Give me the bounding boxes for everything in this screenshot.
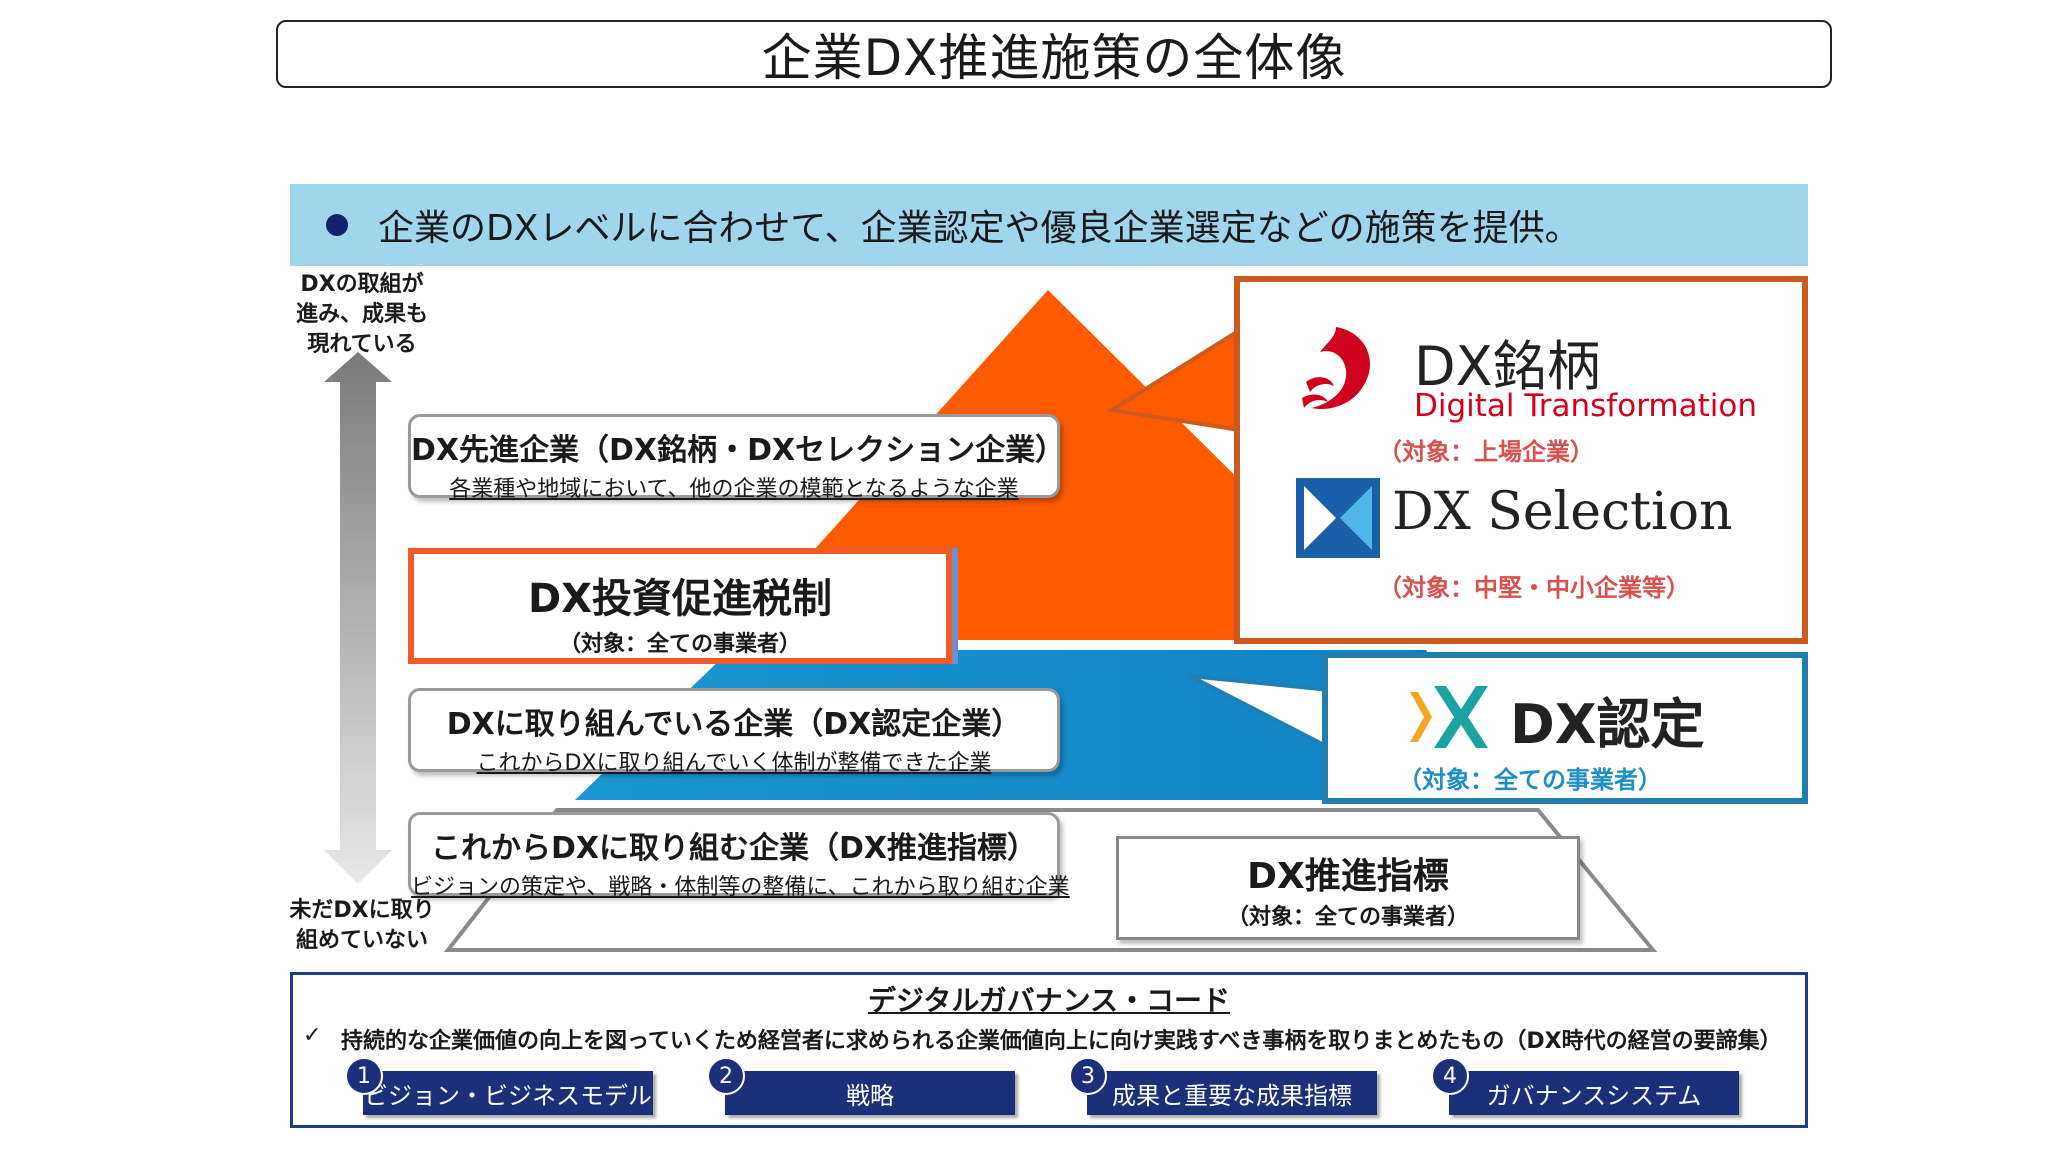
governance-item-number: 3 (1069, 1057, 1107, 1095)
banner-text: 企業のDXレベルに合わせて、企業認定や優良企業選定などの施策を提供。 (378, 208, 1581, 249)
axis-bottom-line: 組めていない (295, 928, 428, 953)
page-title: 企業DX推進施策の全体像 (276, 20, 1832, 88)
check-icon: ✓ (303, 1023, 322, 1048)
governance-item: 戦略 (725, 1071, 1015, 1115)
tax-target: （対象：全ての事業者） (558, 632, 801, 657)
level-title: これからDXに取り組む企業（DX推進指標） (430, 831, 1038, 866)
level-title: DXに取り組んでいる企業（DX認定企業） (446, 707, 1022, 742)
level-desc: 各業種や地域において、他の企業の模範となるような企業 (449, 477, 1019, 502)
tax-title: DX投資促進税制 (527, 576, 833, 622)
governance-item-number: 4 (1431, 1057, 1469, 1095)
level-desc: これからDXに取り組んでいく体制が整備できた企業 (476, 751, 992, 776)
governance-item-label: 成果と重要な成果指標 (1112, 1081, 1352, 1110)
governance-description: 持続的な企業価値の向上を図っていくため経営者に求められる企業価値向上に向け実践す… (341, 1029, 1782, 1054)
governance-item-number: 1 (345, 1057, 383, 1095)
governance-item: ガバナンスシステム (1449, 1071, 1739, 1115)
dx-selection-logo-icon (1296, 478, 1380, 558)
level-desc: ビジョンの策定や、戦略・体制等の整備に、これから取り組む企業 (411, 875, 1070, 900)
dx-certification-title: DX認定 (1510, 693, 1705, 756)
dx-certification-logo-icon (1410, 686, 1488, 748)
level-title: DX先進企業（DX銘柄・DXセレクション企業） (411, 433, 1066, 468)
meigara-target: （対象：上場企業） (1378, 438, 1594, 466)
dx-brand-callout: DX銘柄 Digital Transformation （対象：上場企業） DX… (1234, 276, 1808, 644)
governance-item-number: 2 (707, 1057, 745, 1095)
governance-code-box: デジタルガバナンス・コード ✓ 持続的な企業価値の向上を図っていくため経営者に求… (290, 972, 1808, 1128)
bullet-icon (326, 214, 348, 236)
digital-transformation-text: Digital Transformation (1414, 388, 1757, 424)
progress-arrow (324, 352, 392, 884)
governance-item: ビジョン・ビジネスモデル (363, 1071, 653, 1115)
axis-bottom-line: 未だDXに取り (289, 898, 435, 923)
axis-bottom-label: 未だDXに取り 組めていない (282, 896, 442, 956)
index-target: （対象：全ての事業者） (1226, 905, 1469, 930)
level-starting: これからDXに取り組む企業（DX推進指標） ビジョンの策定や、戦略・体制等の整備… (408, 812, 1070, 900)
governance-item-label: 戦略 (846, 1081, 894, 1110)
axis-top-line: 現れている (307, 332, 417, 357)
index-title: DX推進指標 (1247, 856, 1449, 897)
dx-meigara-title: DX銘柄 (1414, 335, 1601, 398)
governance-title: デジタルガバナンス・コード (867, 984, 1231, 1017)
axis-top-label: DXの取組が 進み、成果も 現れている (282, 270, 442, 360)
dx-certification-callout: DX認定 （対象：全ての事業者） (1322, 652, 1808, 804)
dx-index-box: DX推進指標 （対象：全ての事業者） (1116, 836, 1580, 940)
tax-incentive-box: DX投資促進税制 （対象：全ての事業者） (408, 548, 952, 664)
selection-target: （対象：中堅・中小企業等） (1378, 574, 1690, 602)
level-certified: DXに取り組んでいる企業（DX認定企業） これからDXに取り組んでいく体制が整備… (408, 688, 1060, 776)
level-advanced: DX先進企業（DX銘柄・DXセレクション企業） 各業種や地域において、他の企業の… (408, 414, 1066, 502)
governance-item-label: ガバナンスシステム (1486, 1081, 1702, 1110)
governance-item: 成果と重要な成果指標 (1087, 1071, 1377, 1115)
axis-top-line: DXの取組が (300, 272, 424, 297)
dx-selection-title: DX Selection (1392, 482, 1733, 542)
certification-target: （対象：全ての事業者） (1398, 766, 1662, 794)
dx-meigara-logo-icon (1302, 327, 1370, 410)
axis-top-line: 進み、成果も (295, 302, 428, 327)
governance-item-label: ビジョン・ビジネスモデル (364, 1081, 652, 1110)
summary-banner: 企業のDXレベルに合わせて、企業認定や優良企業選定などの施策を提供。 (290, 184, 1808, 266)
